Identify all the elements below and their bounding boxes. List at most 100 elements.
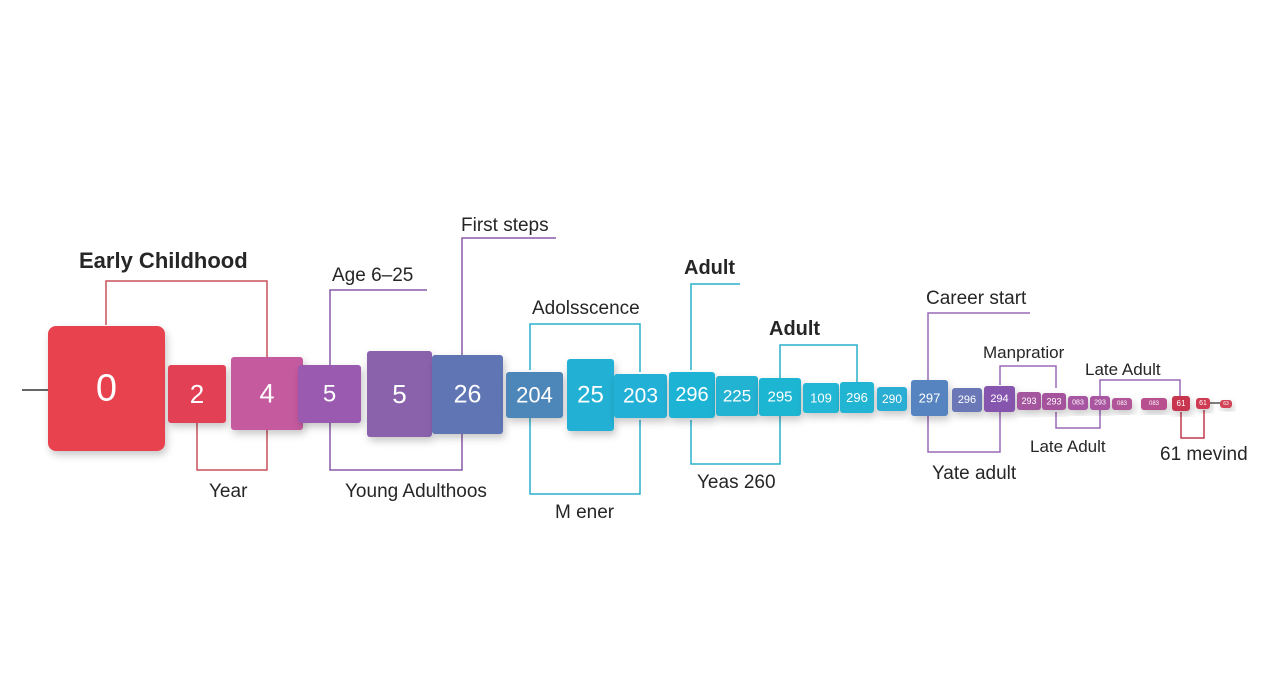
timeline-block: 295 bbox=[759, 378, 801, 416]
timeline-block-shape bbox=[48, 326, 165, 451]
young-adulthood-bracket bbox=[329, 422, 463, 471]
adult-2-bracket bbox=[779, 344, 858, 382]
label-years-260: Yeas 260 bbox=[697, 472, 776, 493]
yate-adult-bracket bbox=[927, 412, 1001, 453]
timeline-block-shape bbox=[231, 357, 303, 430]
timeline-block: 296 bbox=[840, 382, 874, 413]
timeline-block: 0 bbox=[48, 326, 165, 451]
timeline-block: 297 bbox=[911, 380, 948, 416]
timeline-block-label: 296 bbox=[846, 390, 868, 405]
timeline-block-label: 297 bbox=[919, 391, 941, 406]
timeline-block-shape bbox=[506, 372, 563, 418]
timeline-block: 4 bbox=[231, 357, 303, 430]
timeline-block: 204 bbox=[506, 372, 563, 418]
timeline-block-shape bbox=[1141, 398, 1167, 410]
timeline-block: 293 bbox=[1017, 392, 1041, 410]
years-260-bracket bbox=[690, 414, 781, 465]
timeline-block: 225 bbox=[716, 376, 758, 416]
timeline-block: 5 bbox=[367, 351, 432, 437]
timeline-block-label: 290 bbox=[882, 392, 902, 406]
bracket-lines bbox=[105, 237, 1205, 495]
timeline-block-label: 293 bbox=[1046, 397, 1061, 407]
label-late-adult-bottom: Late Adult bbox=[1030, 437, 1106, 456]
timeline-block: 083 bbox=[1141, 398, 1167, 410]
timeline-block-label: 5 bbox=[323, 381, 336, 408]
label-first-steps: First steps bbox=[461, 215, 549, 236]
label-year: Year bbox=[209, 481, 248, 502]
timeline-block-label: 225 bbox=[723, 387, 751, 406]
timeline-block-shape bbox=[1017, 392, 1041, 410]
timeline-block-label: 4 bbox=[259, 379, 274, 409]
timeline-block-label: 109 bbox=[810, 391, 832, 406]
timeline-block: 293 bbox=[1042, 393, 1066, 410]
timeline-block-shape bbox=[1196, 398, 1210, 409]
late-adult-top-bracket bbox=[1099, 379, 1181, 396]
adult-1-bracket bbox=[690, 283, 740, 370]
timeline-block-shape bbox=[984, 386, 1015, 412]
timeline-block-label: 083 bbox=[1149, 401, 1160, 407]
timeline-block: 2 bbox=[168, 365, 226, 423]
year-bracket bbox=[196, 422, 268, 471]
timeline-block-shape bbox=[1042, 393, 1066, 410]
label-career-start: Career start bbox=[926, 288, 1027, 309]
timeline-block-shape bbox=[877, 387, 907, 411]
timeline-block: 294 bbox=[984, 386, 1015, 412]
timeline-block-label: 083 bbox=[1117, 401, 1128, 407]
manpratior-bracket bbox=[999, 365, 1057, 388]
timeline-block-label: 295 bbox=[767, 389, 792, 406]
timeline-block-shape bbox=[803, 383, 839, 413]
label-yate-adult: Yate adult bbox=[932, 463, 1017, 484]
timeline-block: 25 bbox=[567, 359, 614, 431]
timeline-block-shape bbox=[669, 372, 715, 418]
label-age-range: Age 6–25 bbox=[332, 265, 413, 286]
label-mevind: 61 mevind bbox=[1160, 444, 1248, 465]
timeline-block-label: 2 bbox=[190, 379, 204, 409]
timeline-block-label: 63 bbox=[1223, 401, 1229, 407]
label-late-adult-top: Late Adult bbox=[1085, 360, 1161, 379]
timeline-block-label: 61 bbox=[1177, 399, 1186, 408]
timeline-block-shape bbox=[432, 355, 503, 434]
timeline-block-label: 204 bbox=[516, 383, 553, 408]
timeline-block: 296 bbox=[669, 372, 715, 418]
late-adult-bottom-bracket bbox=[1055, 410, 1101, 429]
timeline-block-shape bbox=[716, 376, 758, 416]
timeline-block: 290 bbox=[877, 387, 907, 411]
label-m-ener: M ener bbox=[555, 502, 615, 523]
timeline-block-shape bbox=[1090, 396, 1110, 410]
timeline-block-label: 296 bbox=[958, 394, 976, 406]
timeline-block: 296 bbox=[952, 388, 982, 412]
timeline-block-shape bbox=[759, 378, 801, 416]
career-start-bracket bbox=[927, 312, 1030, 380]
timeline-block: 63 bbox=[1220, 400, 1232, 408]
timeline-block-shape bbox=[168, 365, 226, 423]
timeline-block-shape bbox=[1068, 396, 1088, 410]
timeline-block-label: 26 bbox=[454, 381, 482, 409]
timeline-block: 61 bbox=[1172, 396, 1190, 411]
timeline-block-shape bbox=[840, 382, 874, 413]
timeline-block-shape bbox=[1112, 398, 1132, 410]
timeline-block-shape bbox=[614, 374, 667, 418]
timeline-block-label: 293 bbox=[1094, 400, 1106, 407]
timeline-block-shape bbox=[367, 351, 432, 437]
age-range-bracket bbox=[329, 289, 427, 365]
timeline-block-label: 0 bbox=[96, 368, 117, 410]
adolescence-bracket bbox=[529, 323, 641, 372]
timeline-block-shape bbox=[1172, 396, 1190, 411]
label-manpratior: Manpratior bbox=[983, 343, 1065, 362]
timeline-block-label: 61 bbox=[1199, 400, 1207, 407]
first-steps-bracket bbox=[461, 237, 556, 355]
label-young-adulthood: Young Adulthoos bbox=[345, 481, 487, 502]
timeline-block-label: 296 bbox=[675, 384, 708, 406]
timeline-block: 293 bbox=[1090, 396, 1110, 410]
timeline-block: 109 bbox=[803, 383, 839, 413]
timeline-block: 5 bbox=[298, 365, 361, 423]
timeline-block: 083 bbox=[1068, 396, 1088, 410]
timeline-block: 083 bbox=[1112, 398, 1132, 410]
timeline-block-shape bbox=[298, 365, 361, 423]
timeline-block: 203 bbox=[614, 374, 667, 418]
timeline-block-label: 083 bbox=[1072, 400, 1084, 407]
m-ener-bracket bbox=[529, 418, 641, 495]
timeline-block-shape bbox=[952, 388, 982, 412]
